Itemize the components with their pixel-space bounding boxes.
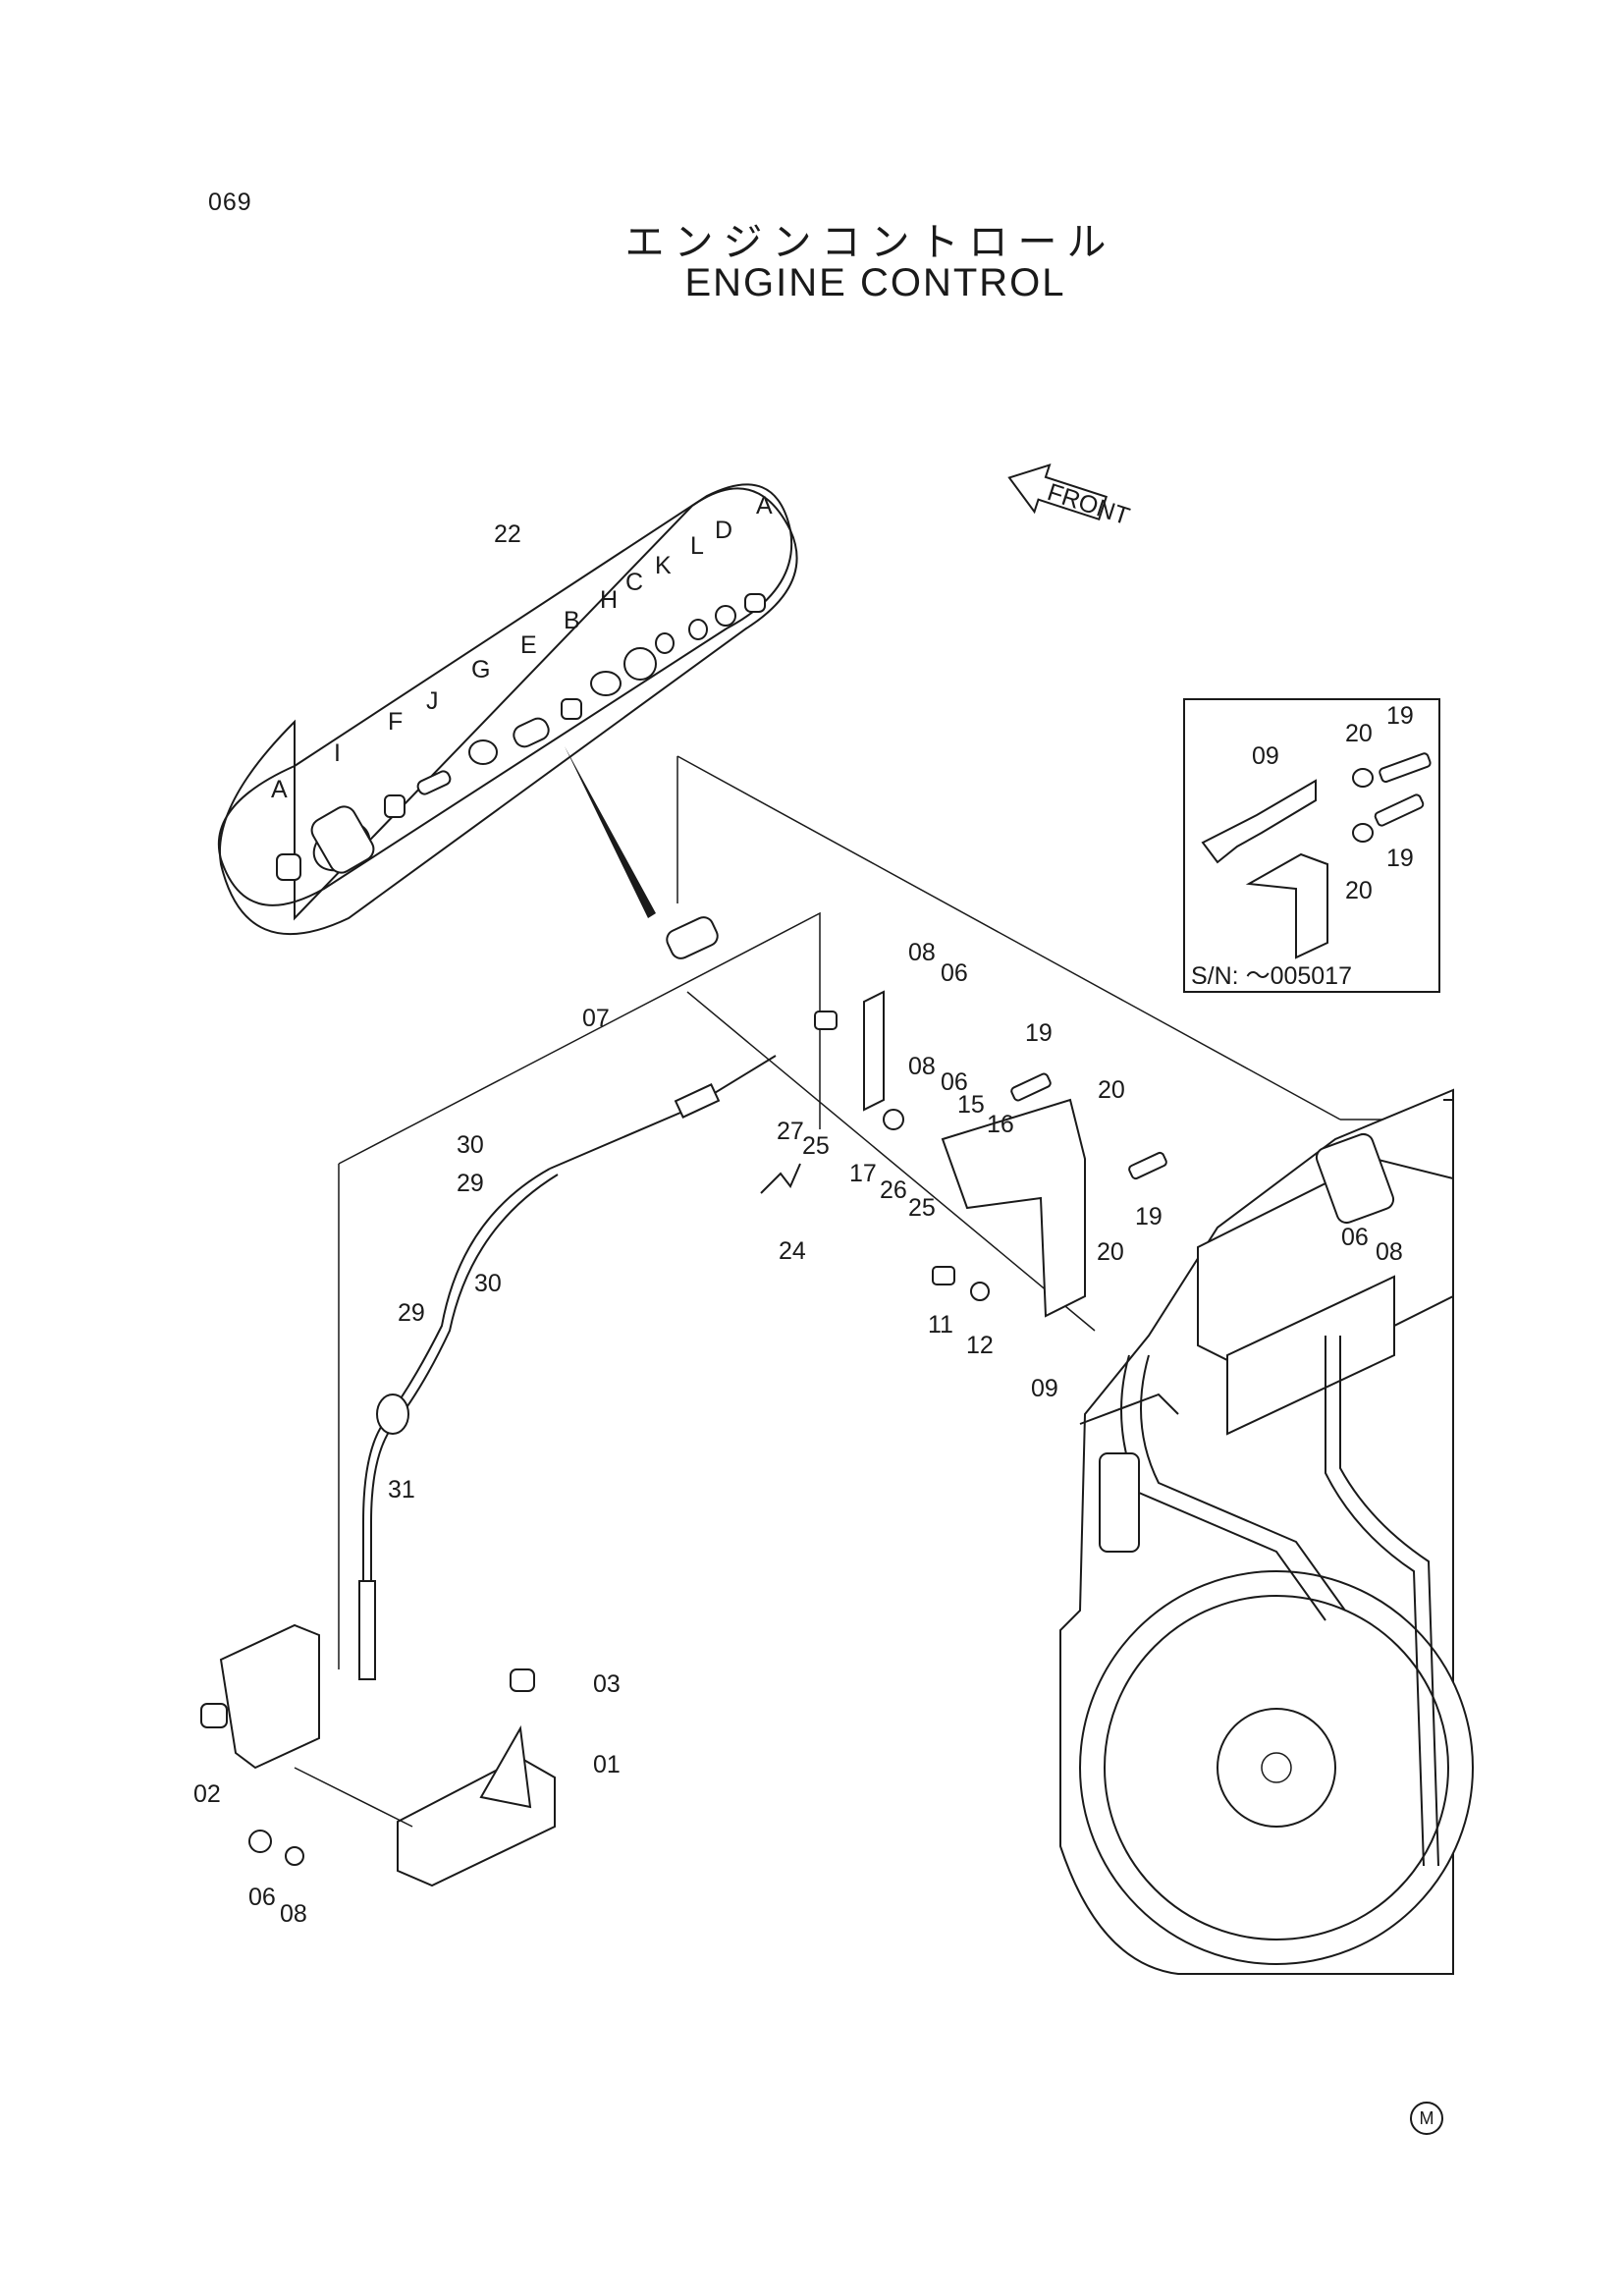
label-19-b: 19: [1135, 1203, 1163, 1230]
label-08-a: 08: [908, 939, 936, 966]
letter-H: H: [600, 586, 618, 614]
letter-G: G: [471, 656, 490, 683]
label-02: 02: [193, 1780, 221, 1808]
label-06-engine: 06: [1341, 1224, 1369, 1251]
label-08-b: 08: [908, 1053, 936, 1080]
letter-B: B: [564, 607, 580, 634]
letter-A-left: A: [271, 776, 288, 803]
inset-label-20-top: 20: [1345, 720, 1373, 747]
inset-box: [1183, 698, 1440, 993]
label-01: 01: [593, 1751, 621, 1778]
inset-label-19-top: 19: [1386, 702, 1414, 730]
label-20-b: 20: [1097, 1238, 1124, 1266]
cable-assembly: [338, 755, 1453, 1680]
inset-label-09: 09: [1252, 742, 1279, 770]
callout-labels: 22 A I F J G E B H C K L D A 07 30 29 30…: [193, 492, 1414, 1928]
linkage-parts: [666, 916, 1167, 1318]
label-06-b: 06: [941, 1068, 968, 1096]
label-08-bottom: 08: [280, 1900, 307, 1928]
bubble-parts: [276, 593, 766, 881]
letter-K: K: [655, 552, 672, 579]
label-30-top: 30: [457, 1131, 484, 1159]
front-arrow: FRONT: [1007, 463, 1133, 530]
letter-L: L: [690, 532, 704, 560]
label-22: 22: [494, 520, 521, 548]
page-title: ENGINE CONTROL: [684, 261, 1066, 304]
label-31: 31: [388, 1476, 415, 1503]
page-number: 069: [208, 189, 252, 216]
label-24: 24: [779, 1237, 806, 1265]
label-16: 16: [987, 1111, 1014, 1138]
front-label: FRONT: [1044, 478, 1133, 530]
label-06-bottom: 06: [248, 1884, 276, 1911]
label-17: 17: [849, 1160, 877, 1187]
maker-mark: M: [1410, 2102, 1443, 2135]
label-27: 27: [777, 1118, 804, 1145]
label-15: 15: [957, 1091, 985, 1119]
label-09: 09: [1031, 1375, 1058, 1402]
letter-J: J: [426, 687, 439, 715]
label-29-top: 29: [457, 1170, 484, 1197]
inset-serial-note: S/N: ～005017: [1191, 962, 1352, 990]
detail-bubble: [217, 483, 798, 936]
label-25-b: 25: [908, 1194, 936, 1222]
label-12: 12: [966, 1332, 994, 1359]
label-07: 07: [582, 1005, 610, 1032]
label-03: 03: [593, 1670, 621, 1698]
label-08-engine: 08: [1376, 1238, 1403, 1266]
letter-D: D: [715, 517, 732, 544]
label-26: 26: [880, 1176, 907, 1204]
letter-F: F: [388, 708, 403, 736]
letter-I: I: [334, 739, 341, 767]
inset-label-19-bottom: 19: [1386, 845, 1414, 872]
lower-brackets: [200, 1623, 556, 1887]
label-11: 11: [928, 1311, 953, 1339]
letter-C: C: [625, 569, 643, 596]
detail-pointer: [565, 746, 656, 918]
label-20-a: 20: [1098, 1076, 1125, 1104]
inset-label-20-bottom: 20: [1345, 877, 1373, 904]
label-06-a: 06: [941, 959, 968, 987]
page-title-japanese: エンジンコントロール: [624, 220, 1116, 265]
label-25-a: 25: [802, 1132, 830, 1160]
label-19-a: 19: [1025, 1019, 1053, 1047]
engine-illustration: [1059, 1088, 1474, 1975]
letter-E: E: [520, 631, 537, 659]
letter-A-right: A: [756, 492, 773, 519]
label-30: 30: [474, 1270, 502, 1297]
label-29: 29: [398, 1299, 425, 1327]
